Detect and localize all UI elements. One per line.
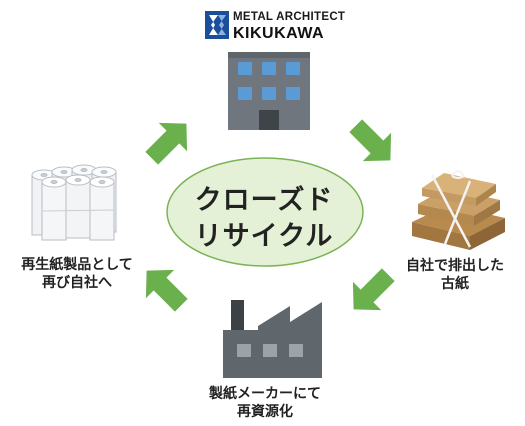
kikukawa-logo-icon bbox=[205, 11, 229, 39]
paper-label: 自社で排出した 古紙 bbox=[388, 258, 522, 293]
center-label: クローズド リサイクル bbox=[175, 183, 353, 256]
arrow-rolls-to-office bbox=[145, 122, 188, 165]
rolls-label-line1: 再生紙製品として bbox=[21, 257, 133, 273]
arrow-office-to-paper bbox=[349, 119, 392, 162]
arrow-factory-to-rolls bbox=[145, 269, 188, 312]
center-label-line1: クローズド bbox=[194, 185, 334, 216]
toilet-paper-rolls-icon bbox=[31, 164, 117, 241]
factory-label: 製紙メーカーにて 再資源化 bbox=[180, 386, 350, 421]
rolls-label-line2: 再び自社へ bbox=[42, 274, 112, 291]
logo-wordmark: KIKUKAWA bbox=[233, 25, 325, 42]
rolls-label: 再生紙製品として 再び自社へ bbox=[2, 257, 152, 292]
arrow-paper-to-factory bbox=[352, 268, 395, 311]
factory-label-line2: 再資源化 bbox=[237, 403, 293, 420]
paper-label-line2: 古紙 bbox=[441, 275, 469, 292]
office-building-icon bbox=[228, 52, 310, 130]
logo-tagline: METAL ARCHITECT bbox=[233, 11, 346, 23]
factory-label-line1: 製紙メーカーにて bbox=[209, 386, 321, 402]
paper-label-line1: 自社で排出した bbox=[406, 258, 504, 274]
factory-icon bbox=[223, 300, 322, 378]
center-label-line2: リサイクル bbox=[194, 221, 334, 253]
center-ellipse bbox=[166, 157, 364, 267]
cardboard-bundle-icon bbox=[412, 170, 505, 250]
